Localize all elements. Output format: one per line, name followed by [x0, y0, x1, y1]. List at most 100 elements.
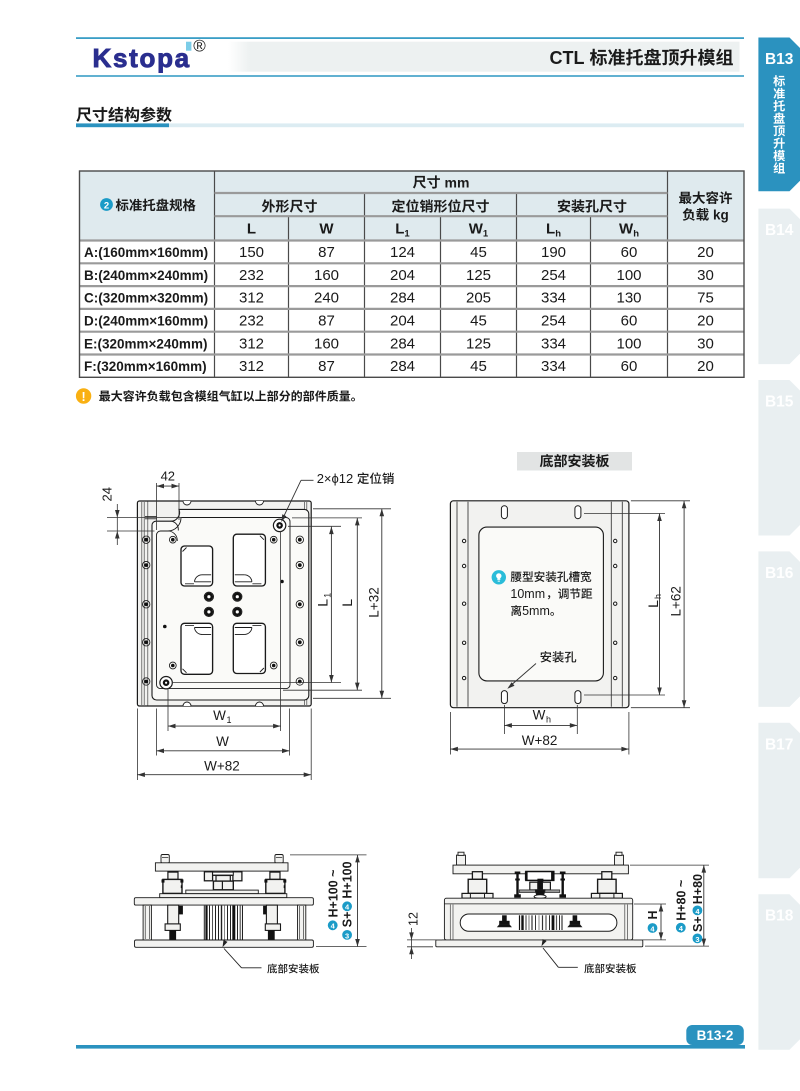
svg-text:1: 1 [323, 593, 333, 598]
svg-text:2: 2 [104, 200, 109, 211]
svg-text:B18: B18 [765, 908, 794, 925]
svg-text:312: 312 [239, 358, 264, 375]
svg-text:3: 3 [695, 935, 699, 944]
svg-text:W: W [319, 221, 334, 238]
svg-text:60: 60 [621, 244, 638, 261]
svg-text:2×ϕ12: 2×ϕ12 [317, 471, 354, 486]
svg-text:45: 45 [470, 313, 487, 330]
svg-text:20: 20 [697, 313, 714, 330]
svg-text:205: 205 [466, 290, 491, 307]
svg-text:Kstopa: Kstopa [93, 43, 191, 73]
svg-text:S+: S+ [691, 916, 705, 932]
svg-text:30: 30 [697, 335, 714, 352]
svg-text:284: 284 [390, 358, 415, 375]
svg-text:87: 87 [318, 313, 335, 330]
svg-text:!: ! [82, 390, 86, 404]
svg-text:L: L [395, 221, 404, 238]
svg-text:H+80 ~: H+80 ~ [674, 880, 688, 921]
svg-text:D:(240mm×160mm): D:(240mm×160mm) [84, 314, 208, 329]
svg-text:45: 45 [470, 358, 487, 375]
svg-text:75: 75 [697, 290, 714, 307]
svg-text:284: 284 [390, 290, 415, 307]
svg-text:125: 125 [466, 267, 491, 284]
svg-text:87: 87 [318, 244, 335, 261]
svg-text:232: 232 [239, 313, 264, 330]
svg-text:12: 12 [407, 912, 421, 926]
svg-text:42: 42 [161, 469, 175, 484]
svg-text:L: L [339, 599, 355, 607]
svg-text:1: 1 [227, 715, 232, 725]
svg-text:4: 4 [679, 924, 684, 933]
svg-text:204: 204 [390, 313, 415, 330]
svg-text:124: 124 [390, 244, 415, 261]
svg-text:®: ® [193, 37, 206, 56]
svg-text:160: 160 [314, 267, 339, 284]
svg-text:254: 254 [541, 313, 566, 330]
svg-text:312: 312 [239, 290, 264, 307]
svg-text:L: L [247, 221, 256, 238]
svg-text:B13-2: B13-2 [697, 1028, 734, 1043]
svg-text:334: 334 [541, 335, 566, 352]
svg-text:100: 100 [616, 267, 641, 284]
svg-text:20: 20 [697, 244, 714, 261]
svg-text:24: 24 [100, 487, 115, 501]
svg-text:L+62: L+62 [669, 586, 684, 616]
svg-text:334: 334 [541, 358, 566, 375]
svg-text:1: 1 [404, 229, 410, 240]
svg-text:W: W [619, 221, 634, 238]
svg-text:L+32: L+32 [367, 587, 382, 617]
svg-text:L: L [546, 221, 555, 238]
svg-text:H+80: H+80 [691, 874, 705, 904]
svg-text:10mm: 10mm [510, 587, 545, 601]
svg-text:B:(240mm×240mm): B:(240mm×240mm) [84, 268, 208, 283]
svg-text:45: 45 [470, 244, 487, 261]
svg-text:E:(320mm×240mm): E:(320mm×240mm) [84, 336, 207, 351]
svg-text:L: L [645, 600, 661, 608]
svg-text:H+100 ~: H+100 ~ [326, 870, 340, 918]
svg-text:4: 4 [650, 924, 655, 933]
svg-text:20: 20 [697, 358, 714, 375]
svg-text:204: 204 [390, 267, 415, 284]
svg-text:W+82: W+82 [522, 733, 558, 748]
svg-text:W: W [213, 708, 226, 723]
svg-text:3: 3 [345, 931, 349, 940]
svg-text:W: W [216, 734, 229, 749]
svg-text:B16: B16 [765, 565, 794, 582]
svg-text:100: 100 [616, 335, 641, 352]
svg-text:150: 150 [239, 244, 264, 261]
svg-text:1: 1 [483, 229, 489, 240]
svg-text:130: 130 [616, 290, 641, 307]
svg-text:A:(160mm×160mm): A:(160mm×160mm) [84, 245, 208, 260]
svg-text:S+: S+ [341, 912, 355, 928]
svg-text:F:(320mm×160mm): F:(320mm×160mm) [84, 359, 207, 374]
svg-text:H+100: H+100 [341, 861, 355, 898]
svg-text:312: 312 [239, 335, 264, 352]
svg-text:5mm: 5mm [522, 604, 550, 618]
svg-text:4: 4 [695, 907, 700, 916]
svg-text:mm: mm [445, 174, 470, 190]
svg-text:240: 240 [314, 290, 339, 307]
svg-text:W: W [533, 708, 546, 723]
svg-text:284: 284 [390, 335, 415, 352]
svg-text:kg: kg [713, 208, 729, 223]
svg-text:C:(320mm×320mm): C:(320mm×320mm) [84, 291, 208, 306]
svg-text:60: 60 [621, 358, 638, 375]
svg-text:87: 87 [318, 358, 335, 375]
svg-text:B13: B13 [765, 51, 794, 68]
svg-text:190: 190 [541, 244, 566, 261]
svg-text:334: 334 [541, 290, 566, 307]
svg-text:254: 254 [541, 267, 566, 284]
svg-text:30: 30 [697, 267, 714, 284]
svg-text:h: h [555, 229, 561, 240]
svg-text:125: 125 [466, 335, 491, 352]
svg-text:60: 60 [621, 313, 638, 330]
svg-text:160: 160 [314, 335, 339, 352]
svg-text:B15: B15 [765, 394, 794, 411]
svg-text:232: 232 [239, 267, 264, 284]
svg-text:B17: B17 [765, 736, 793, 753]
svg-text:4: 4 [331, 922, 336, 931]
svg-text:W: W [469, 221, 484, 238]
svg-text:CTL: CTL [550, 48, 585, 68]
svg-text:B14: B14 [765, 222, 794, 239]
svg-text:L: L [315, 599, 331, 607]
